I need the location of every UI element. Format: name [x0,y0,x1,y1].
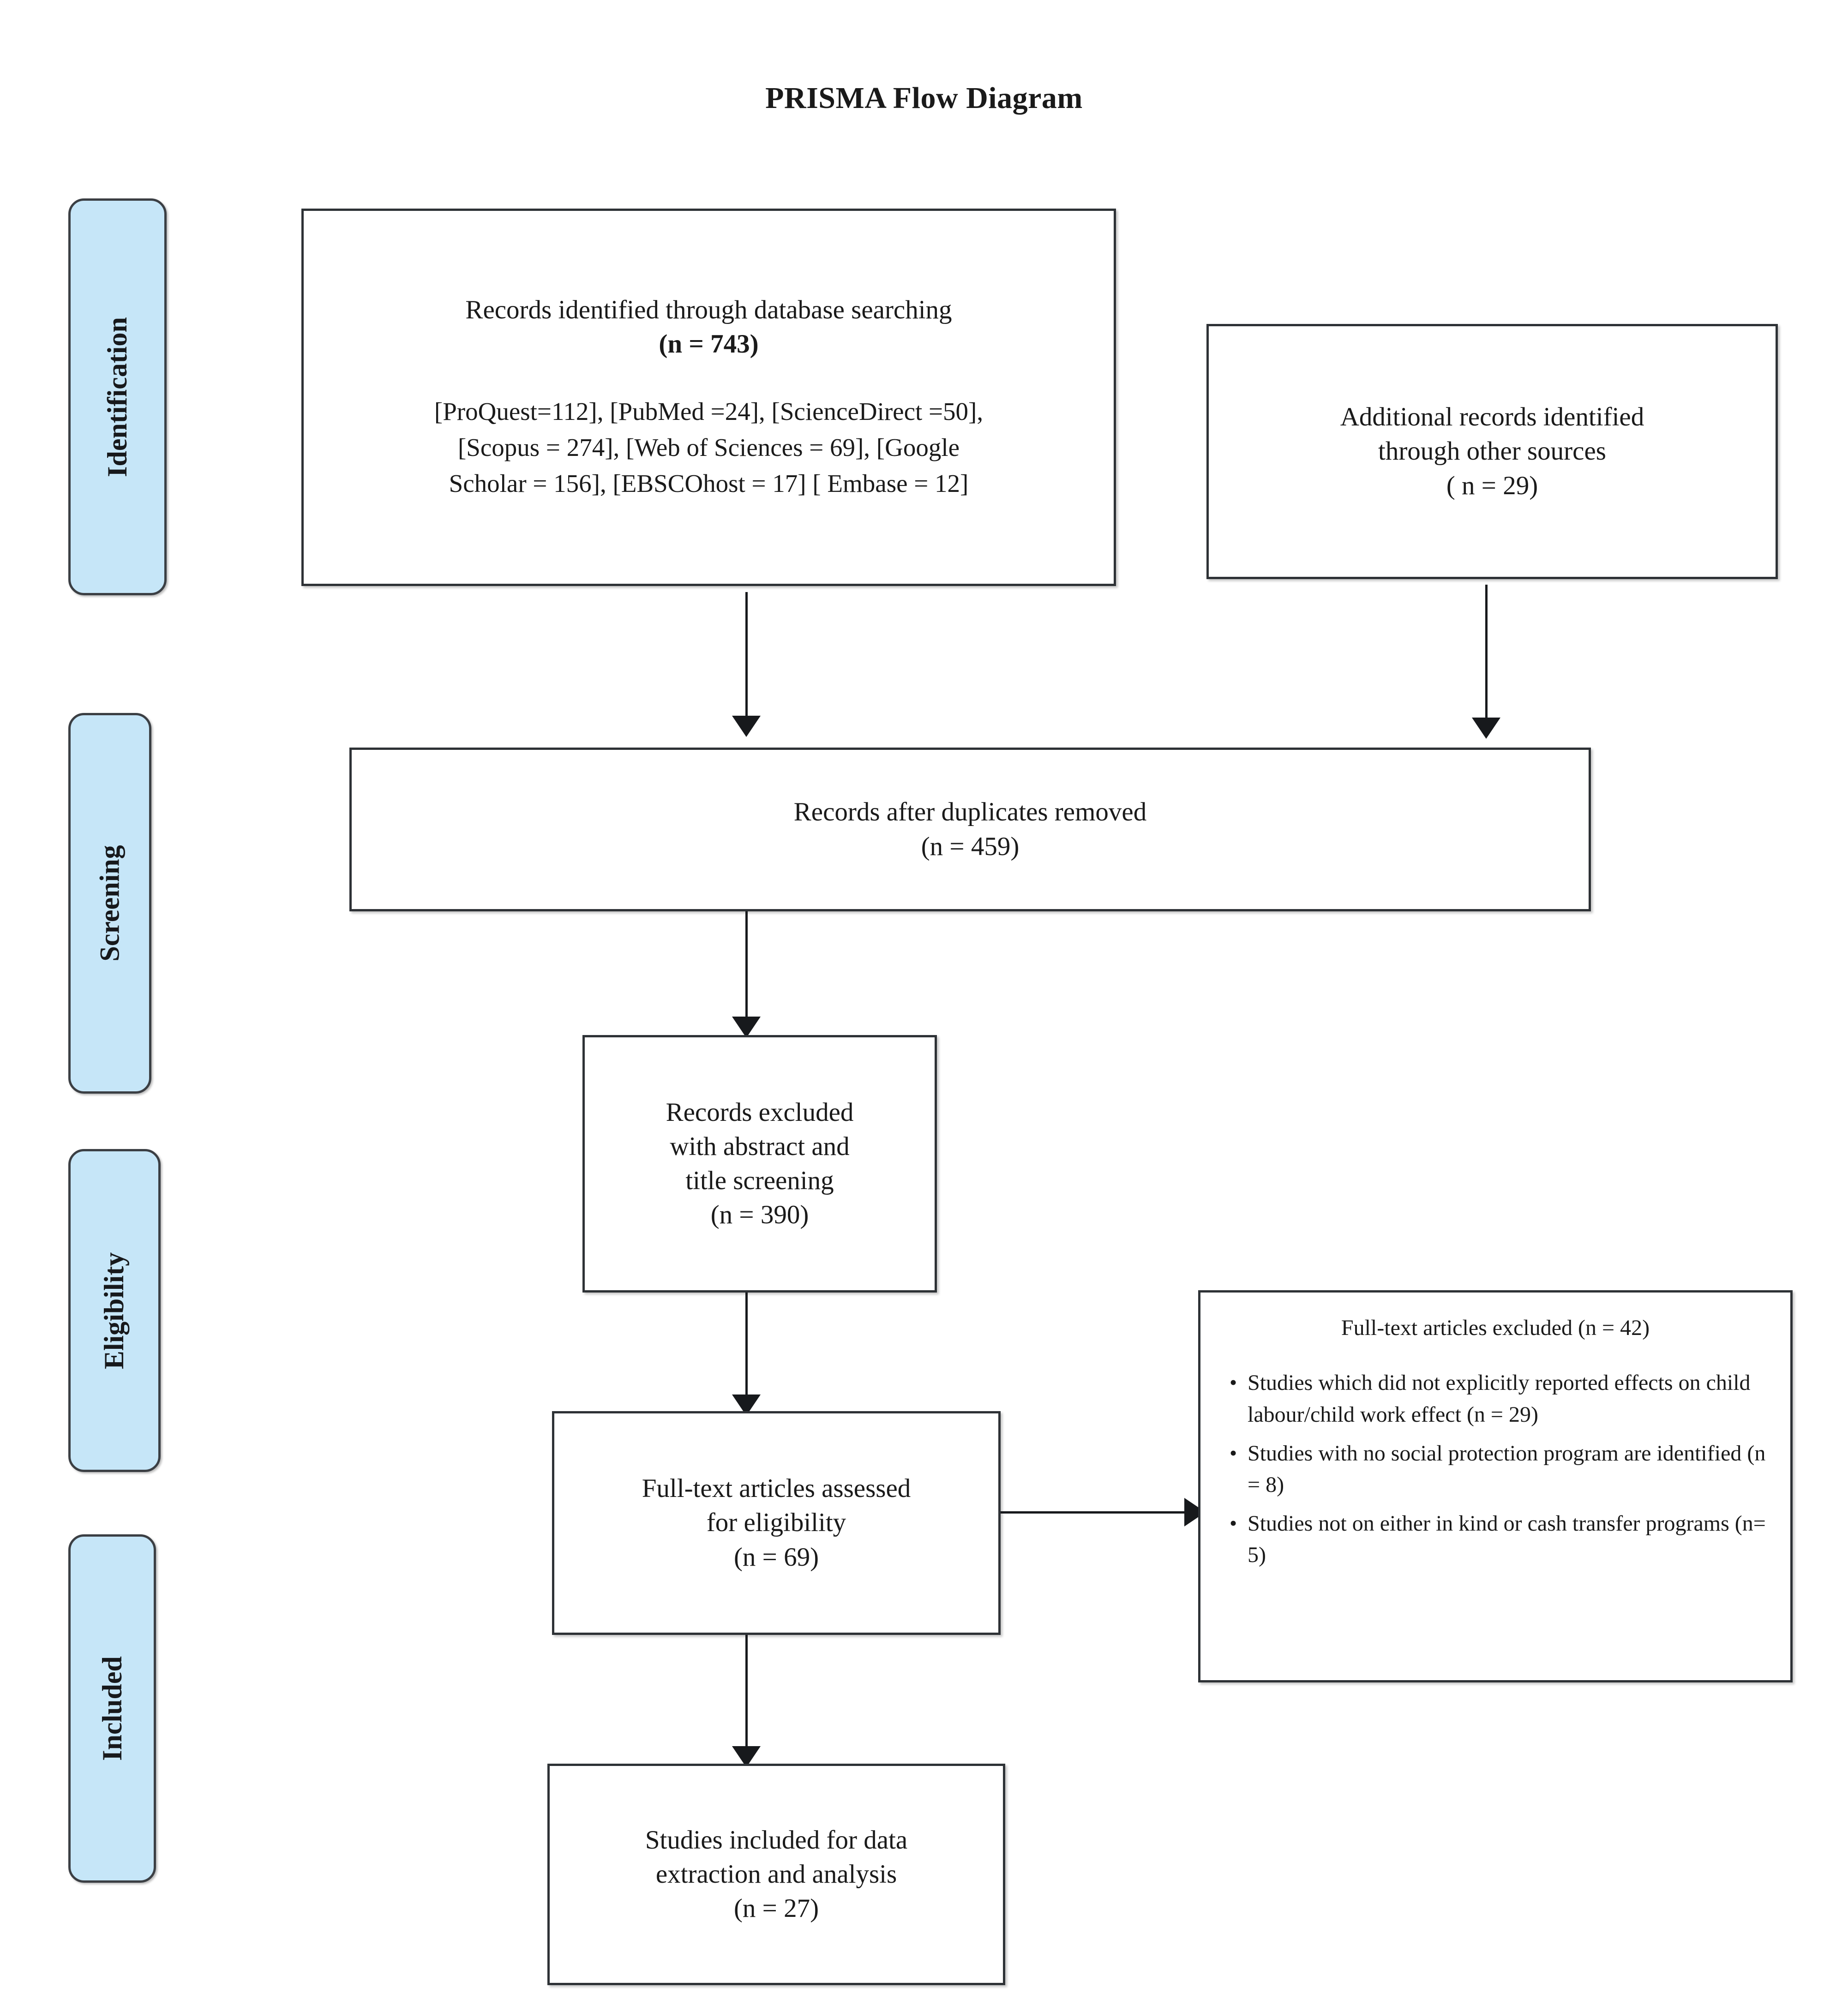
fulltext-excluded-item-3: Studies not on either in kind or cash tr… [1248,1511,1766,1568]
stage-label-included-text: Included [96,1656,127,1761]
database-breakdown-line-3: Scholar = 156], [EBSCOhost = 17] [ Embas… [449,469,969,498]
stage-label-screening: Screening [68,713,151,1094]
stage-label-identification: Identification [68,198,167,595]
database-search-count: (n = 743) [659,329,759,359]
fulltext-assessed-line-2: for eligibility [706,1508,846,1538]
records-excluded-line-2: with abstract and [670,1131,850,1161]
fulltext-excluded-item-2: Studies with no social protection progra… [1248,1441,1766,1497]
fulltext-assessed-count: (n = 69) [733,1542,819,1572]
arrowhead-database-to-duplicates [732,716,761,737]
stage-label-screening-text: Screening [94,845,125,962]
connector-duplicates-to-records-excluded [745,911,748,1020]
bullet-icon: • [1229,1441,1237,1465]
box-records-excluded: Records excluded with abstract and title… [582,1035,937,1293]
studies-included-line-2: extraction and analysis [655,1859,897,1889]
records-excluded-line-1: Records excluded [666,1097,854,1127]
stage-label-included: Included [68,1534,156,1883]
studies-included-line-1: Studies included for data [645,1825,908,1855]
arrowhead-other-sources-to-duplicates [1472,718,1500,739]
connector-fulltext-to-excluded-list [1001,1511,1185,1514]
stage-label-eligibility-text: Eligibility [99,1252,130,1369]
connector-database-to-duplicates [745,592,748,719]
bullet-icon: • [1229,1371,1237,1395]
stage-label-eligibility: Eligibility [68,1149,161,1472]
other-sources-line-2: through other sources [1378,437,1606,466]
records-excluded-line-3: title screening [685,1166,834,1195]
list-item: • Studies with no social protection prog… [1219,1438,1772,1501]
box-additional-records-other-sources: Additional records identified through ot… [1206,324,1778,579]
other-sources-count: ( n = 29) [1446,471,1538,500]
list-item: • Studies which did not explicitly repor… [1219,1367,1772,1430]
list-item: • Studies not on either in kind or cash … [1219,1508,1772,1571]
box-records-identified-database: Records identified through database sear… [301,209,1116,586]
database-search-heading: Records identified through database sear… [465,295,952,324]
duplicates-removed-count: (n = 459) [921,832,1020,861]
fulltext-assessed-line-1: Full-text articles assessed [642,1474,911,1503]
duplicates-removed-heading: Records after duplicates removed [793,797,1147,827]
box-fulltext-articles-excluded: Full-text articles excluded (n = 42) • S… [1198,1290,1793,1682]
connector-other-sources-to-duplicates [1485,585,1488,721]
box-fulltext-articles-assessed: Full-text articles assessed for eligibil… [552,1411,1001,1635]
other-sources-line-1: Additional records identified [1340,402,1644,432]
stage-label-identification-text: Identification [102,317,133,477]
studies-included-count: (n = 27) [733,1894,819,1923]
records-excluded-count: (n = 390) [710,1200,809,1230]
arrowhead-duplicates-to-records-excluded [732,1017,761,1038]
box-records-after-duplicates-removed: Records after duplicates removed (n = 45… [349,748,1591,911]
database-breakdown-line-2: [Scopus = 274], [Web of Sciences = 69], … [457,433,960,462]
page-title: PRISMA Flow Diagram [765,81,1083,115]
fulltext-excluded-title: Full-text articles excluded (n = 42) [1341,1316,1650,1340]
fulltext-excluded-item-1: Studies which did not explicitly reporte… [1248,1371,1751,1427]
connector-records-excluded-to-fulltext [745,1293,748,1398]
box-studies-included: Studies included for data extraction and… [547,1764,1005,1985]
database-breakdown-line-1: [ProQuest=112], [PubMed =24], [ScienceDi… [434,397,984,425]
bullet-icon: • [1229,1511,1237,1535]
connector-fulltext-to-studies-included [745,1635,748,1749]
